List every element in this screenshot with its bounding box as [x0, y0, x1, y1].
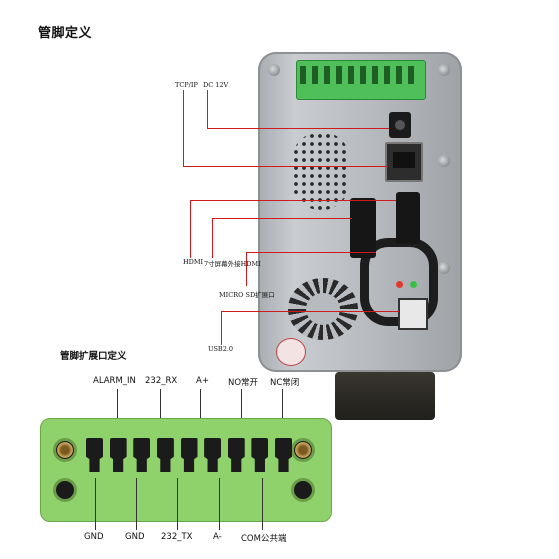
pin-label-a-minus: A-: [213, 532, 222, 542]
terminal-pins: [300, 66, 420, 84]
screw-icon: [438, 262, 450, 274]
screw-icon: [438, 64, 450, 76]
pin: [156, 438, 174, 472]
pin-label-nc: NC常闭: [270, 378, 300, 388]
pin: [251, 438, 269, 472]
mount-hole: [294, 481, 312, 499]
page-title: 管脚定义: [38, 26, 93, 41]
pin-label-no: NO常开: [228, 378, 259, 388]
pin: [227, 438, 245, 472]
label-usb: USB2.0: [208, 345, 234, 353]
status-led-green: [410, 281, 417, 288]
screw-icon: [268, 64, 280, 76]
mount-hole: [56, 441, 74, 459]
pin: [204, 438, 222, 472]
qc-sticker: [276, 338, 306, 366]
dc-power-jack: [389, 112, 411, 138]
vent-grille: [292, 132, 350, 210]
pin-label-a-plus: A+: [196, 376, 209, 386]
pin: [180, 438, 198, 472]
pin-label-gnd-2: GND: [125, 532, 145, 542]
label-micro-sd: MICRO SD扩展口: [219, 291, 275, 299]
pin-label-232-rx: 232_RX: [145, 376, 178, 386]
section-title: 管脚扩展口定义: [60, 351, 127, 362]
hdmi-plug: [396, 192, 420, 244]
pin-label-232-tx: 232_TX: [161, 532, 193, 542]
label-dc-12v: DC 12V: [203, 81, 229, 89]
screw-icon: [438, 155, 450, 167]
mount-hole: [294, 441, 312, 459]
status-led-red: [396, 281, 403, 288]
pin: [86, 438, 103, 472]
pin-label-com: COM公共端: [241, 534, 287, 544]
fan-grille: [288, 278, 358, 340]
label-hdmi: HDMI: [183, 258, 204, 266]
ethernet-port: [385, 142, 423, 182]
mount-hole: [56, 481, 74, 499]
usb-port: [398, 298, 428, 330]
label-tcp-ip: TCP/IP: [175, 81, 198, 89]
label-screen-hdmi: 7寸屏幕外接HDMI: [204, 260, 261, 268]
pin-label-alarm-in: ALARM_IN: [93, 376, 136, 386]
tripod-mount: [335, 372, 435, 420]
pin-label-gnd-1: GND: [84, 532, 104, 542]
pin: [275, 438, 292, 472]
pin-row: [86, 438, 292, 480]
hdmi-plug: [350, 198, 376, 258]
pin: [109, 438, 127, 472]
pin: [133, 438, 151, 472]
